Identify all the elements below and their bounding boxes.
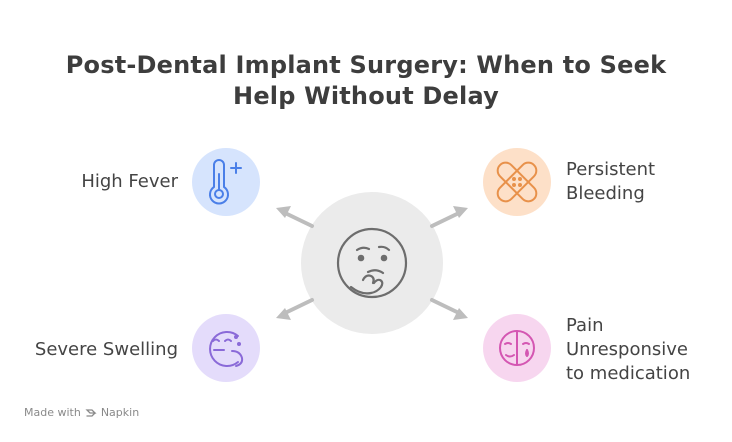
label-pain-line-3: to medication <box>566 363 691 384</box>
pain-mask-icon <box>499 330 535 366</box>
label-persistent-bleeding-line-2: Bleeding <box>566 183 645 204</box>
high-fever-circle <box>192 148 260 216</box>
arrow-top-left <box>281 210 314 228</box>
title-line-1: Post-Dental Implant Surgery: When to See… <box>65 51 667 79</box>
thermometer-icon <box>209 159 242 205</box>
bandage-icon <box>496 161 538 203</box>
footer-attribution: Made with Napkin <box>24 406 139 419</box>
severe-swelling-circle <box>192 314 260 382</box>
pain-unresponsive-circle <box>483 314 551 382</box>
label-persistent-bleeding: Persistent Bleeding <box>566 158 655 206</box>
label-severe-swelling-line: Severe Swelling <box>34 339 178 360</box>
napkin-logo-icon <box>85 408 97 417</box>
label-severe-swelling: Severe Swelling <box>35 338 178 362</box>
label-pain-line-2: Unresponsive <box>566 339 688 360</box>
footer-made-with: Made with <box>24 406 81 419</box>
thinking-face-icon <box>336 227 408 299</box>
swollen-face-icon <box>209 331 244 367</box>
label-high-fever-line: High Fever <box>81 171 178 192</box>
footer-brand: Napkin <box>100 406 140 419</box>
label-pain-unresponsive: Pain Unresponsive to medication <box>566 314 690 386</box>
persistent-bleeding-circle <box>483 148 551 216</box>
arrow-bottom-right <box>430 298 463 316</box>
title-line-2: Help Without Delay <box>233 82 499 110</box>
label-high-fever: High Fever <box>81 170 178 194</box>
arrow-bottom-left <box>281 298 314 316</box>
label-pain-line-1: Pain <box>566 315 604 336</box>
diagram-title: Post-Dental Implant Surgery: When to See… <box>0 50 732 112</box>
arrow-top-right <box>430 210 463 228</box>
label-persistent-bleeding-line-1: Persistent <box>566 159 656 180</box>
center-circle <box>301 192 443 334</box>
